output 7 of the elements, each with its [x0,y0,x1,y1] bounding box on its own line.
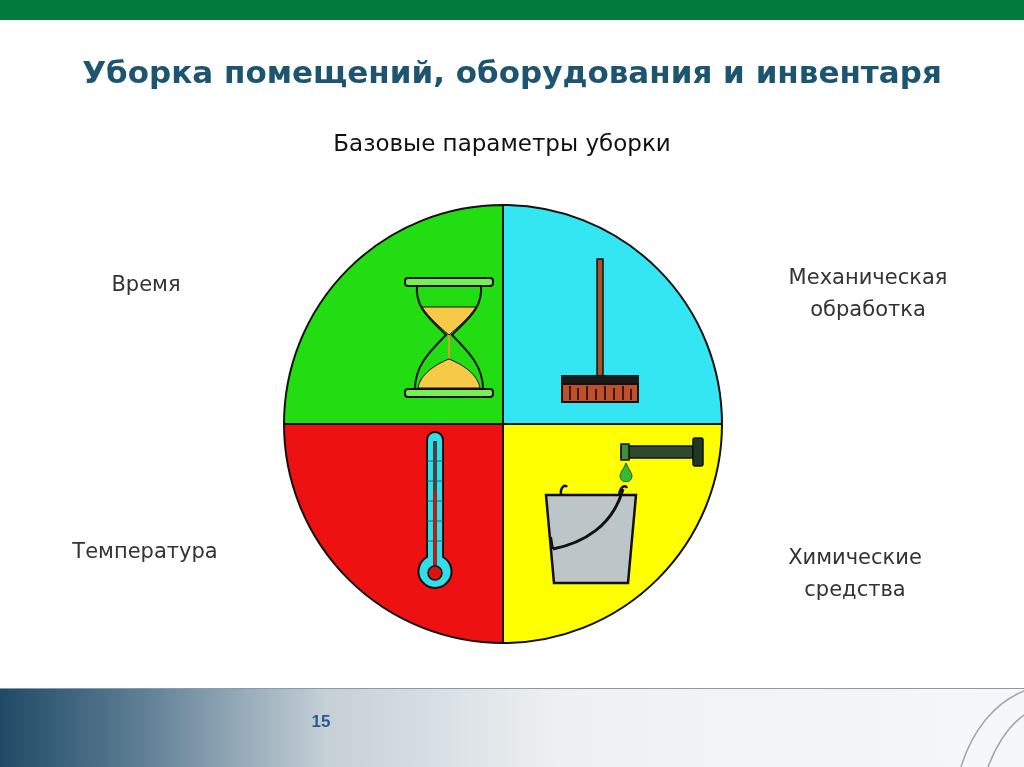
segment-label: Температура [72,538,218,565]
slide-title: Уборка помещений, оборудования и инвентаря [82,53,942,92]
page-number: 15 [311,712,331,732]
segment-label: Химические средства [788,544,922,603]
segment-label: Механическая обработка [788,264,948,323]
chart-subtitle: Базовые параметры уборки [333,129,671,158]
segment-label: Время [111,271,181,298]
